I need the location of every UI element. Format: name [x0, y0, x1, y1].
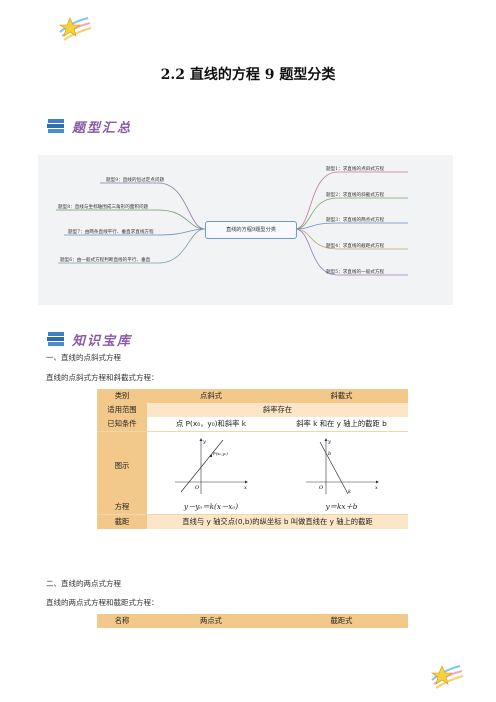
- page-title: 2.2 直线的方程 9 题型分类: [160, 67, 336, 83]
- mindmap-center-node: 直线的方程9题型分类: [205, 221, 297, 239]
- row-label: 图示: [97, 431, 147, 500]
- figure-cell: y x O P(x₀,y₀): [147, 431, 275, 500]
- section-summary-label: 题型汇总: [72, 120, 133, 136]
- books-icon: [47, 332, 64, 346]
- table-header-cell: 斜截式: [275, 389, 408, 403]
- table-cell: 斜率存在: [147, 403, 408, 417]
- origin-label: O: [319, 485, 323, 491]
- point-label: P(x₀,y₀): [212, 451, 228, 456]
- part1-heading: 一、直线的点斜式方程: [46, 353, 121, 362]
- axis-y-label: y: [327, 439, 331, 445]
- table-row: 截距 直线与 y 轴交点(0,b)的纵坐标 b 叫做直线在 y 轴上的截距: [97, 514, 408, 529]
- part2-heading: 二、直线的两点式方程: [46, 579, 121, 588]
- section-knowledge-heading: 知识宝库: [46, 329, 132, 349]
- mindmap-node: 题型6：由一般式方程判断直线的平行、垂直: [60, 258, 151, 263]
- table-row: 已知条件 点 P(x₀，y₀)和斜率 k 斜率 k 和在 y 轴上的截距 b: [97, 417, 408, 432]
- figure-cell: y x O b k: [275, 431, 408, 500]
- table-header-cell: 名称: [97, 614, 147, 628]
- mindmap: 直线的方程9题型分类 题型9：直线的恒过定点问题 题型8：直线与坐标轴围成三角形…: [38, 155, 453, 305]
- table-cell: y－y₀＝k(x－x₀): [147, 500, 275, 515]
- mindmap-node: 题型7：由两条直线平行、垂直求直线方程: [68, 230, 154, 235]
- table-cell: y＝kx＋b: [275, 500, 408, 515]
- table-header-row: 类别 点斜式 斜截式: [97, 389, 408, 403]
- intercept-label: b: [328, 451, 331, 457]
- slope-intercept-graph: y x O b k: [305, 438, 379, 495]
- part1-intro: 直线的点斜式方程和斜截式方程：: [46, 373, 159, 382]
- formula-table-2: 名称 两点式 截距式: [97, 614, 408, 628]
- row-label: 方程: [97, 500, 147, 515]
- table-cell: 点 P(x₀，y₀)和斜率 k: [147, 417, 275, 432]
- section-knowledge-label: 知识宝库: [72, 333, 133, 349]
- table-header-row: 名称 两点式 截距式: [97, 614, 408, 628]
- mindmap-node: 题型4：求直线的截距式方程: [326, 244, 385, 249]
- table-header-cell: 截距式: [275, 614, 408, 628]
- mindmap-node: 题型8：直线与坐标轴围成三角形的面积问题: [58, 205, 149, 210]
- table-cell: 直线与 y 轴交点(0,b)的纵坐标 b 叫做直线在 y 轴上的截距: [147, 514, 408, 529]
- equation-point-slope: y－y₀＝k(x－x₀): [183, 502, 239, 511]
- row-label: 已知条件: [97, 417, 147, 432]
- table-header-cell: 类别: [97, 389, 147, 403]
- mindmap-node: 题型9：直线的恒过定点问题: [106, 178, 165, 183]
- formula-table: 类别 点斜式 斜截式 适用范围 斜率存在 已知条件 点 P(x₀，y₀)和斜率 …: [97, 389, 408, 529]
- row-label: 适用范围: [97, 403, 147, 417]
- table-header-cell: 两点式: [147, 614, 275, 628]
- axis-x-label: x: [244, 485, 247, 491]
- table-row: 适用范围 斜率存在: [97, 403, 408, 417]
- table-row: 图示 y x O P(x₀,y₀) y: [97, 431, 408, 500]
- mindmap-node: 题型2：求直线的斜截式方程: [326, 193, 385, 198]
- table-row: 方程 y－y₀＝k(x－x₀) y＝kx＋b: [97, 500, 408, 515]
- table-header-cell: 点斜式: [147, 389, 275, 403]
- part2-intro: 直线的两点式方程和截距式方程：: [46, 598, 159, 607]
- axis-y-label: y: [202, 439, 206, 445]
- mindmap-connectors: [56, 171, 408, 276]
- mindmap-node: 题型5：求直线的一般式方程: [326, 270, 385, 275]
- star-decoration-icon: [431, 665, 464, 689]
- point-slope-graph: y x O P(x₀,y₀): [175, 438, 248, 494]
- mindmap-node: 题型1：求直线的点斜式方程: [326, 167, 385, 172]
- origin-label: O: [195, 485, 199, 491]
- equation-slope-intercept: y＝kx＋b: [325, 502, 358, 511]
- star-decoration-icon: [59, 17, 92, 41]
- slope-label: k: [348, 489, 351, 495]
- axis-x-label: x: [375, 485, 378, 491]
- section-summary-heading: 题型汇总: [46, 116, 132, 136]
- books-icon: [47, 119, 64, 133]
- mindmap-node: 题型3：求直线的两点式方程: [326, 218, 385, 223]
- table-cell: 斜率 k 和在 y 轴上的截距 b: [275, 417, 408, 432]
- row-label: 截距: [97, 514, 147, 529]
